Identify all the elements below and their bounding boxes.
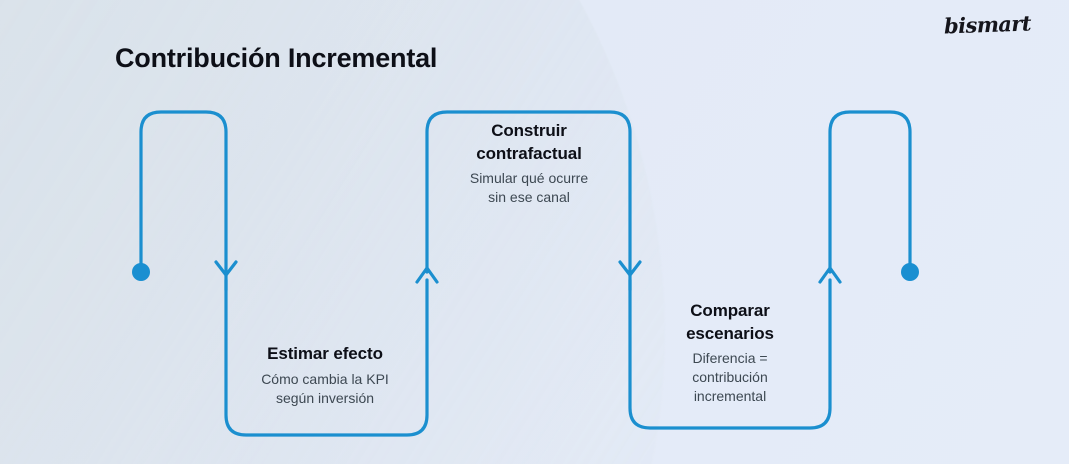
step-subtitle: Diferencia = contribución incremental [692, 350, 768, 405]
flow-path-u-1 [224, 278, 429, 437]
start-dot [132, 263, 150, 281]
end-dot [901, 263, 919, 281]
step-comparar-escenarios: Comparar escenarios Diferencia = contrib… [630, 300, 830, 406]
flow-path-u-2 [628, 278, 832, 430]
page-title: Contribución Incremental [115, 43, 438, 73]
arrowhead-down-1 [214, 260, 238, 277]
step-title: Comparar escenarios [686, 301, 774, 343]
step-estimar-efecto: Estimar efecto Cómo cambia la KPI según … [225, 343, 425, 408]
step-title: Construir contrafactual [476, 121, 582, 163]
brand-logo: bismart [943, 10, 1032, 39]
flow-path-arch-3 [828, 110, 912, 274]
flow-path-arch-1 [139, 110, 228, 292]
step-subtitle: Simular qué ocurre sin ese canal [469, 170, 589, 206]
step-title: Estimar efecto [267, 344, 383, 363]
step-construir-contrafactual: Construir contrafactual Simular qué ocur… [427, 120, 631, 207]
arrowhead-down-2 [618, 260, 642, 277]
flow-path-arch-2 [425, 110, 632, 292]
step-subtitle: Cómo cambia la KPI según inversión [261, 370, 389, 406]
